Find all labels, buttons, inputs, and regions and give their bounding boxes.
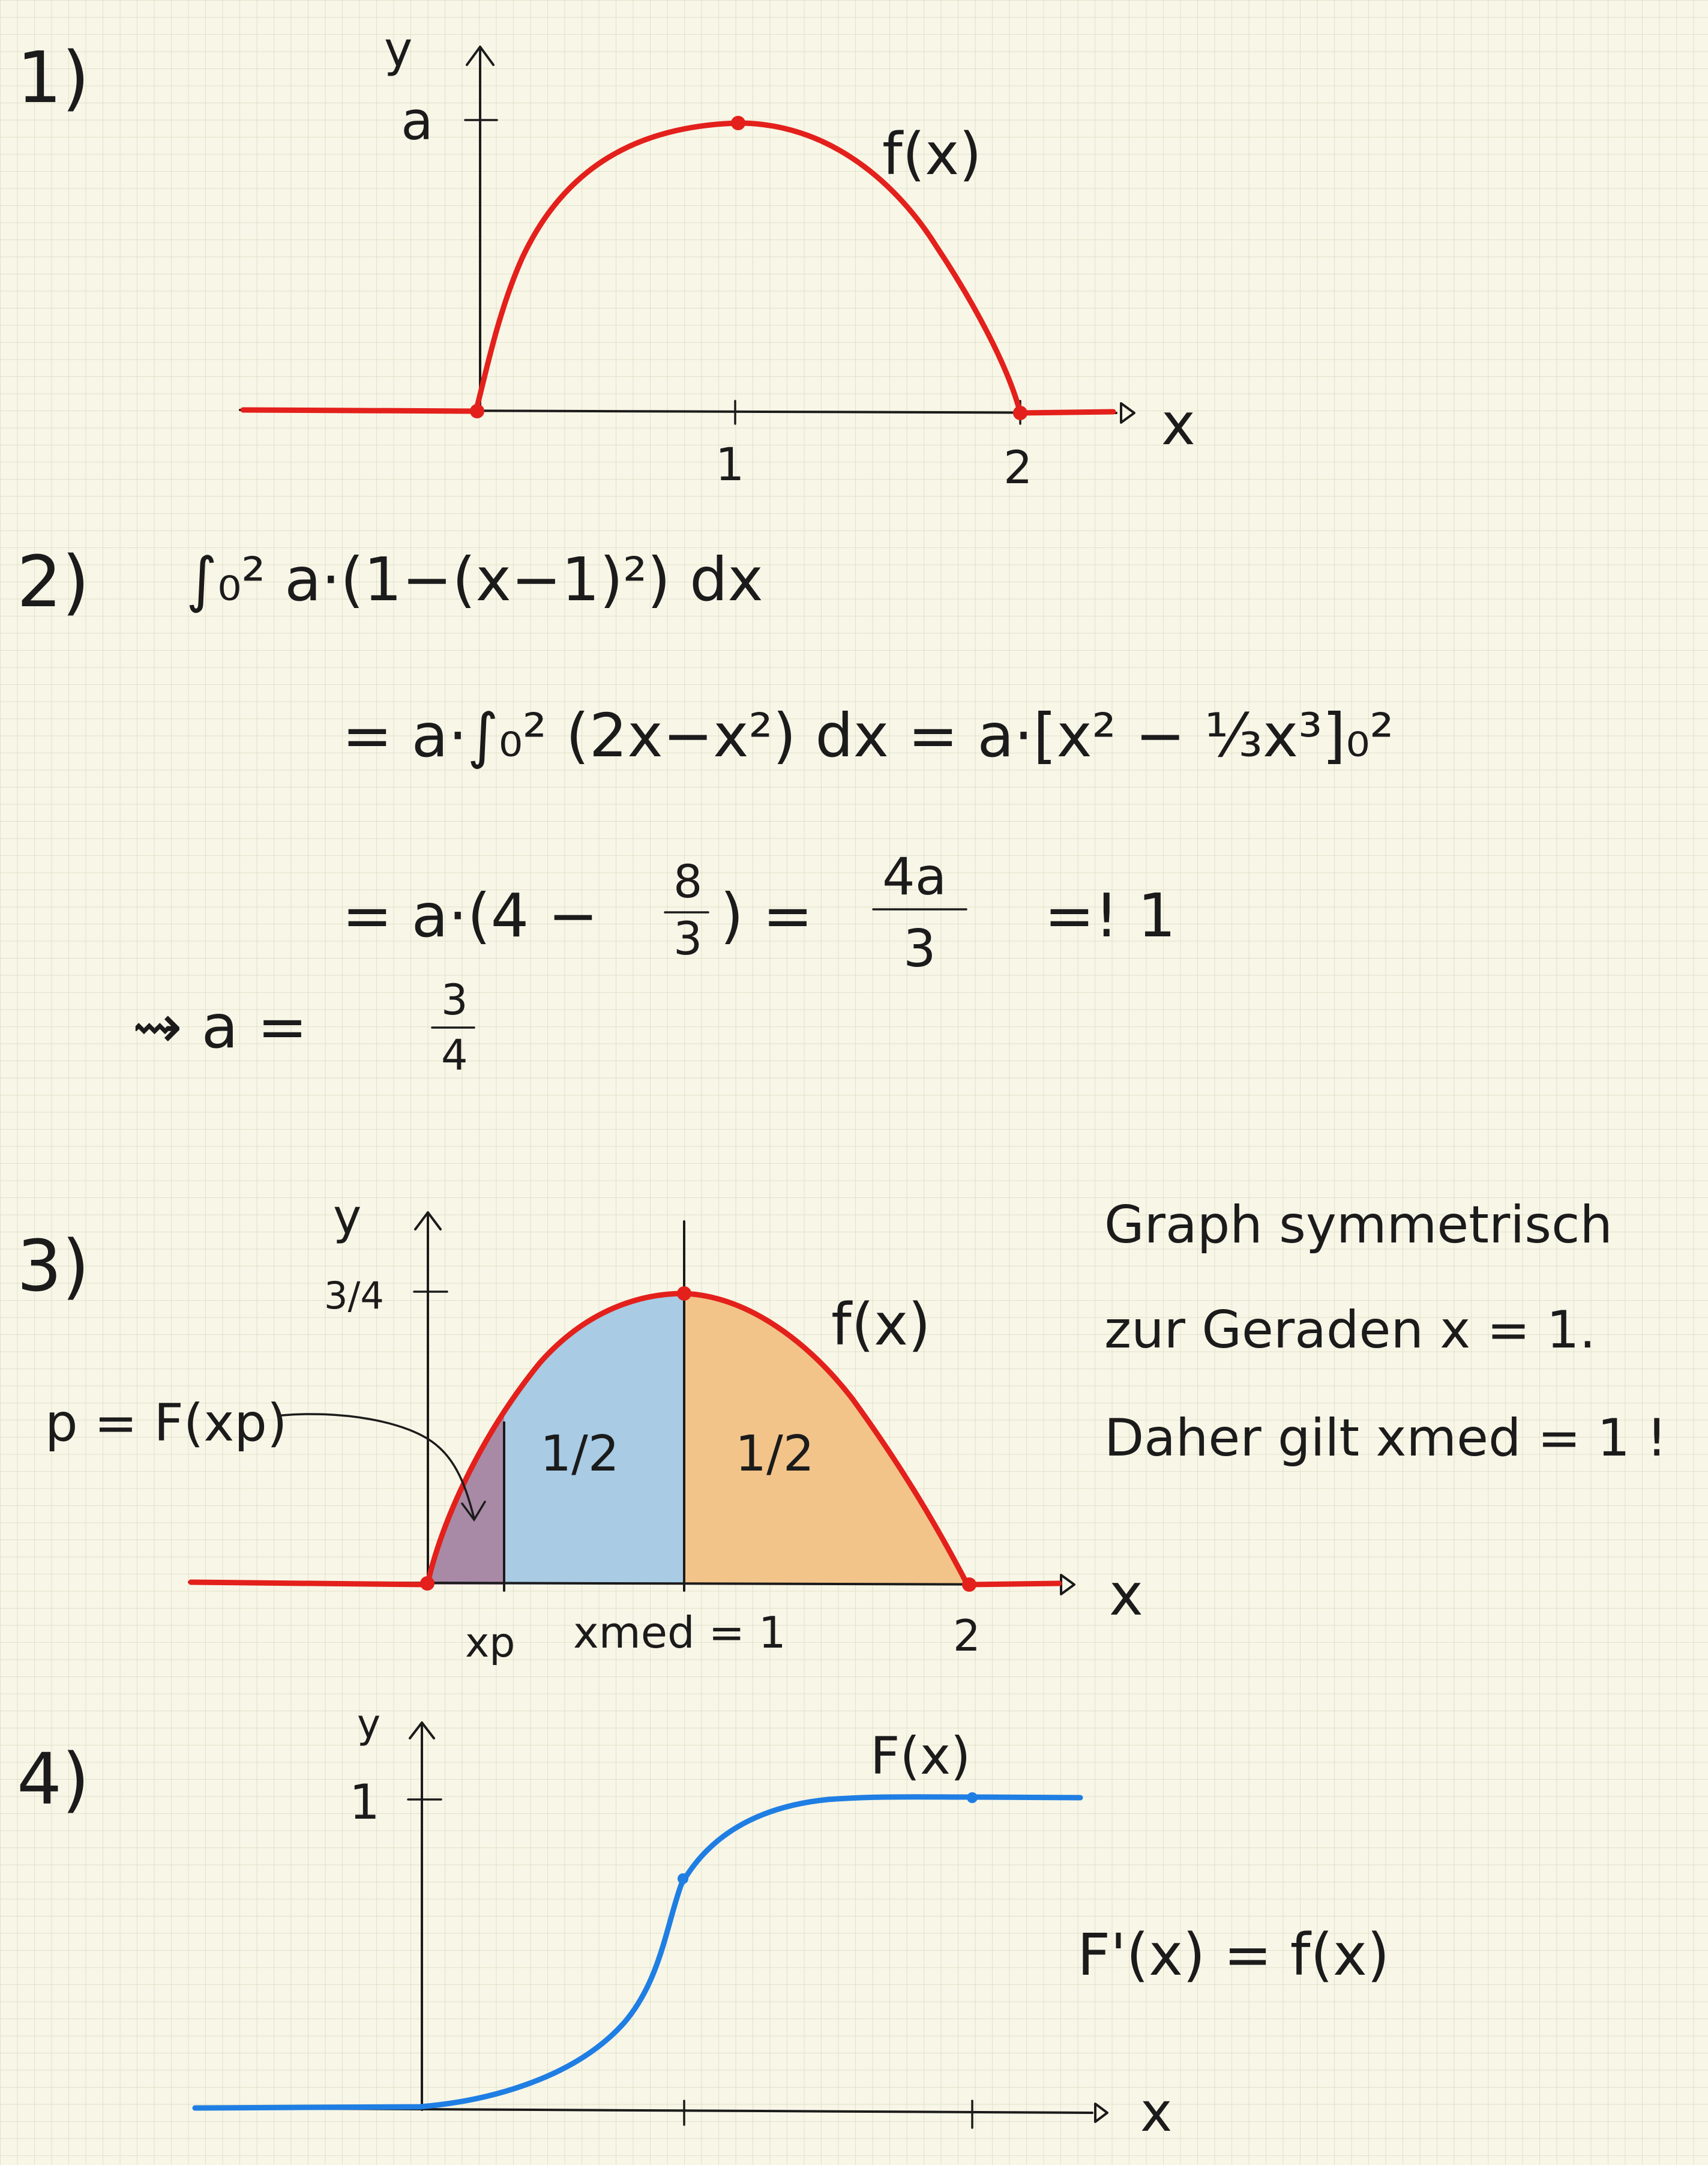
part3-y-axis-label: y bbox=[333, 1189, 361, 1245]
part3-point-2 bbox=[962, 1577, 976, 1592]
part3-xp-label: xp bbox=[465, 1619, 515, 1667]
part1-point-2 bbox=[1013, 406, 1027, 420]
part3-y-arrow-icon bbox=[414, 1211, 442, 1230]
part3-p-arrow-icon bbox=[461, 1501, 486, 1522]
part3-area-left-label: 1/2 bbox=[540, 1426, 619, 1483]
part2-result-prefix: ⇝ a = bbox=[132, 992, 307, 1062]
part4-point-mid bbox=[678, 1873, 688, 1884]
part1-x-axis-label: x bbox=[1161, 391, 1195, 458]
part2-line3-res-den: 3 bbox=[903, 919, 936, 979]
part3-note-line1: Graph symmetrisch bbox=[1104, 1195, 1613, 1255]
part2-result-num: 3 bbox=[441, 975, 468, 1025]
part3-area-p bbox=[427, 1412, 504, 1585]
part4-y-arrow-icon bbox=[409, 1721, 435, 1739]
part1-density-zero-right bbox=[1017, 409, 1116, 416]
part3-x-axis-label: x bbox=[1109, 1561, 1143, 1628]
part2-line3-cond: =! 1 bbox=[1044, 881, 1176, 951]
part3-p-label: p = F(xp) bbox=[45, 1393, 287, 1453]
part3-note-line2: zur Geraden x = 1. bbox=[1104, 1300, 1596, 1360]
part3-figure: 3) y 3/4 x xp xmed = 1 2 f(x) 1/2 1/2 p … bbox=[17, 1189, 1667, 1667]
part4-x-arrow-icon bbox=[1094, 2103, 1108, 2123]
part3-point-max bbox=[677, 1286, 691, 1301]
part4-point-2 bbox=[967, 1792, 978, 1803]
part1-point-max bbox=[731, 116, 745, 130]
part4-x-axis-label: x bbox=[1140, 2081, 1172, 2144]
part1-curve-label: f(x) bbox=[882, 121, 982, 188]
part1-y-arrow-icon bbox=[466, 46, 495, 66]
part2-line1: ∫₀² a·(1−(x−1)²) dx bbox=[186, 544, 763, 615]
part3-x-tick-label-2: 2 bbox=[953, 1610, 981, 1661]
part3-density-zero-left bbox=[188, 1579, 430, 1588]
part3-density-zero-right bbox=[964, 1580, 1062, 1588]
part3-p-pointer bbox=[281, 1413, 475, 1520]
part2-derivation: 2) ∫₀² a·(1−(x−1)²) dx = a·∫₀² (2x−x²) d… bbox=[17, 540, 1394, 1080]
part1-y-tick-label: a bbox=[401, 90, 433, 152]
part1-y-axis-label: y bbox=[384, 22, 412, 77]
part1-point-0 bbox=[470, 404, 484, 418]
part3-label: 3) bbox=[17, 1224, 89, 1307]
part2-label: 2) bbox=[17, 540, 89, 623]
part4-y-tick-label: 1 bbox=[349, 1774, 380, 1830]
part2-line3-frac-den: 3 bbox=[673, 912, 702, 965]
part1-density-zero-left bbox=[240, 407, 479, 414]
part3-x-arrow-icon bbox=[1060, 1574, 1075, 1595]
part3-area-right bbox=[684, 1293, 967, 1585]
part1-x-arrow-icon bbox=[1120, 402, 1135, 424]
part1-x-tick-label-1: 1 bbox=[715, 438, 744, 491]
part1-figure: 1) y a x 1 2 f(x) bbox=[17, 22, 1195, 494]
part4-cdf-curve bbox=[192, 1794, 1083, 2111]
part3-y-tick-label: 3/4 bbox=[324, 1274, 384, 1317]
part4-relation: F'(x) = f(x) bbox=[1077, 1921, 1389, 1989]
part2-line3-res-num: 4a bbox=[882, 847, 946, 907]
part3-note-line3: Daher gilt xmed = 1 ! bbox=[1104, 1408, 1667, 1468]
part1-label: 1) bbox=[17, 36, 89, 119]
part3-area-right-label: 1/2 bbox=[735, 1426, 814, 1483]
part2-line3-a: = a·(4 − bbox=[342, 881, 598, 951]
part2-line2: = a·∫₀² (2x−x²) dx = a·[x² − ⅓x³]₀² bbox=[342, 700, 1394, 771]
part4-y-axis-label: y bbox=[357, 1701, 380, 1747]
part4-curve-label: F(x) bbox=[870, 1726, 970, 1786]
part3-curve-label: f(x) bbox=[831, 1291, 931, 1358]
part2-line3-frac-num: 8 bbox=[673, 855, 702, 908]
part2-line3-b: ) = bbox=[720, 881, 813, 951]
part3-point-0 bbox=[420, 1576, 435, 1591]
part1-x-tick-label-2: 2 bbox=[1003, 441, 1032, 494]
part4-figure: 4) y 1 x F(x) F'(x) = f(x) bbox=[17, 1701, 1389, 2144]
part3-xmed-label: xmed = 1 bbox=[573, 1607, 786, 1658]
part2-result-den: 4 bbox=[441, 1031, 468, 1080]
part4-label: 4) bbox=[17, 1738, 89, 1820]
